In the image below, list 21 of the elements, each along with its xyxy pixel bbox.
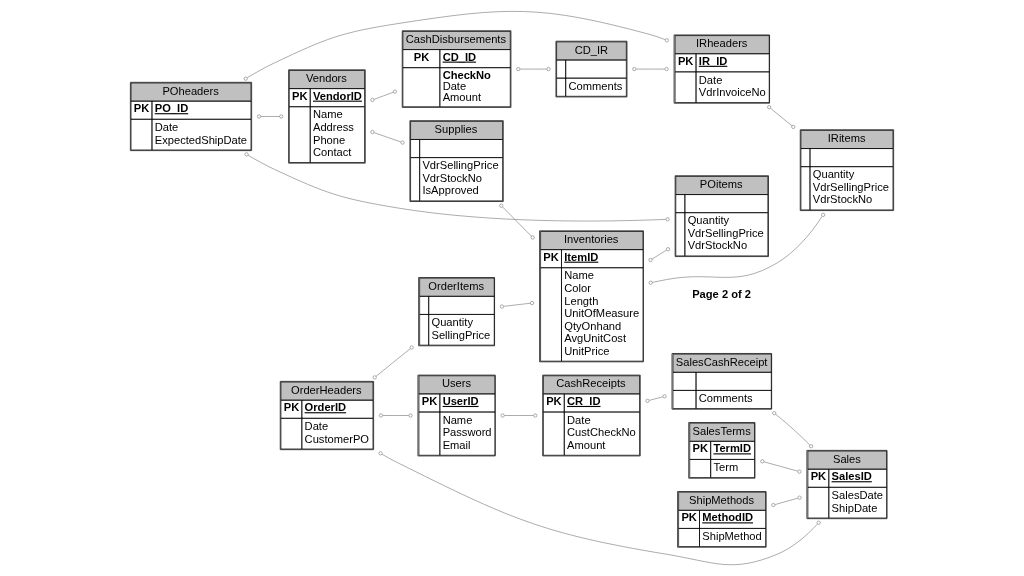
connector [370,89,397,102]
connector [516,67,551,72]
connector [760,459,802,474]
connector [767,105,796,129]
connector [257,114,284,119]
connector [645,394,667,403]
connector [372,345,414,380]
connector [648,212,826,285]
connector [244,152,670,222]
connector [499,301,535,309]
connector [499,203,535,240]
connector [771,495,802,508]
connector [243,11,669,81]
connector [648,247,670,263]
connector [378,451,821,566]
label: Page 2 of 2 [692,288,752,301]
connector [378,413,413,418]
connector [632,67,669,72]
connector [500,413,538,418]
connector [772,411,814,449]
connector [370,130,405,145]
